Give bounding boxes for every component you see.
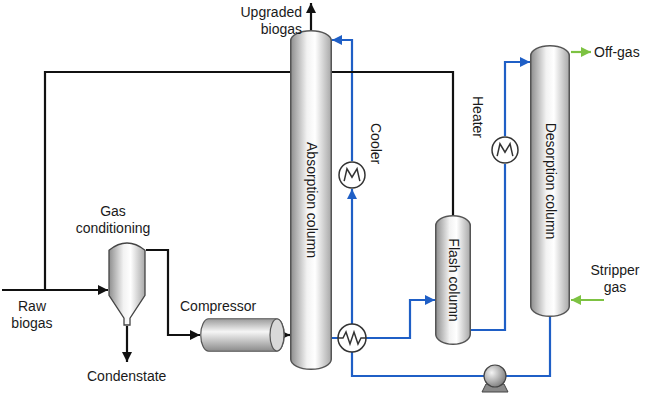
column-label: Absorption column xyxy=(303,142,320,258)
equipment-outline xyxy=(200,318,285,352)
cylinder-end xyxy=(270,319,284,351)
exchanger-body xyxy=(492,137,518,163)
equipment-label: Compressor xyxy=(180,298,256,315)
equipment-label: Heater xyxy=(469,96,486,138)
pump-body xyxy=(484,365,506,387)
cylinder-body xyxy=(201,319,285,352)
raw-biogas-line xyxy=(2,289,46,291)
process-stream xyxy=(505,62,530,136)
exchanger-coil xyxy=(344,169,360,181)
equipment-label: Cooler xyxy=(367,123,384,164)
process-stream xyxy=(285,334,290,336)
equipment-outline xyxy=(338,161,366,189)
gas-conditioning-vessel: Gas conditioning xyxy=(108,240,146,325)
equipment-outline xyxy=(108,240,146,325)
equipment-label: Gas conditioning xyxy=(68,203,158,237)
equipment-outline xyxy=(491,136,519,164)
condensate-arrow xyxy=(126,326,128,362)
flash-column: Flash column xyxy=(435,215,471,345)
heater-exchanger: Heater xyxy=(491,136,519,164)
heat-exchanger-body xyxy=(338,324,366,352)
column-label: Desorption column xyxy=(542,123,559,240)
stream-label: Upgraded biogas xyxy=(212,4,302,38)
process-stream xyxy=(471,164,505,330)
pump-symbol xyxy=(482,365,508,392)
absorption-column: Absorption column xyxy=(290,30,332,370)
desorption-column: Desorption column xyxy=(530,45,570,317)
process-stream xyxy=(45,72,453,290)
process-stream xyxy=(332,40,352,161)
stream-label: Stripper gas xyxy=(583,262,647,296)
off-gas-arrow xyxy=(571,51,591,53)
exchanger-coil xyxy=(497,144,513,156)
column-body xyxy=(291,31,332,370)
upgraded-gas-arrow xyxy=(310,3,312,30)
heat-exchanger-symbol xyxy=(338,324,366,352)
compressor-unit: Compressor xyxy=(200,318,285,352)
stream-label: Off-gas xyxy=(594,44,640,61)
cooler-exchanger: Cooler xyxy=(338,161,366,189)
stream-label: Condenstate xyxy=(87,368,166,385)
vessel-body xyxy=(109,243,145,325)
process-stream xyxy=(352,189,550,376)
process-stream xyxy=(146,250,200,335)
exchanger-body xyxy=(339,162,365,188)
stream-label: Raw biogas xyxy=(4,298,60,332)
heat-exchanger-coil xyxy=(338,332,366,344)
column-label: Flash column xyxy=(445,238,462,321)
stripper-gas-arrow xyxy=(571,299,604,301)
column-body xyxy=(436,216,471,345)
column-body xyxy=(531,46,570,317)
